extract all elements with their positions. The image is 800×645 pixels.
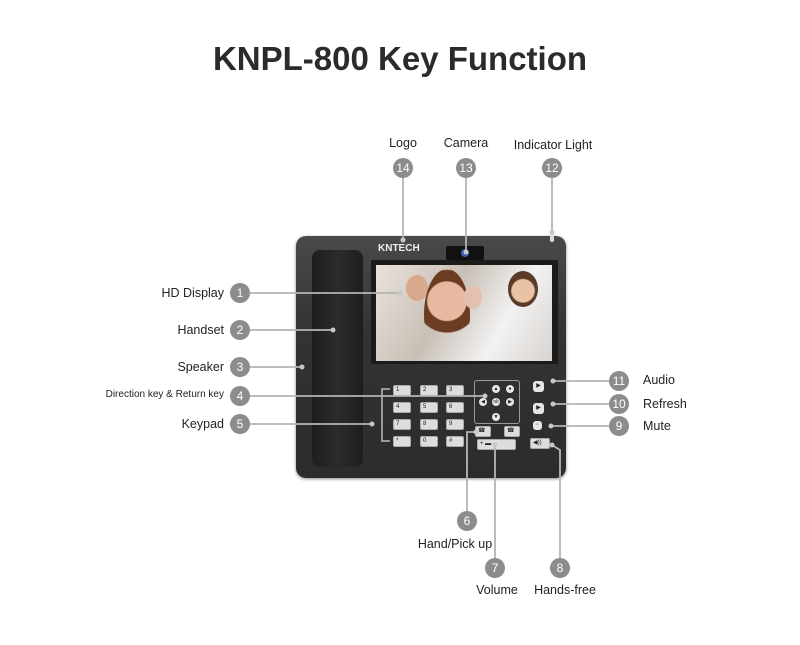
- callout-badge-11: 11: [609, 371, 629, 391]
- callout-dot-5: [369, 421, 375, 427]
- up-key[interactable]: ▲: [492, 385, 500, 393]
- keypad-key[interactable]: 5: [420, 402, 438, 413]
- hd-display: [376, 265, 552, 361]
- callout-label-5: Keypad: [181, 417, 224, 431]
- callout-badge-2: 2: [230, 320, 250, 340]
- keypad-key[interactable]: 0: [420, 436, 438, 447]
- callout-badge-12: 12: [542, 158, 562, 178]
- left-key[interactable]: ◀: [479, 398, 487, 406]
- keypad-key[interactable]: 9: [446, 419, 464, 430]
- callout-dot-2: [330, 327, 336, 333]
- person-image: [424, 269, 470, 361]
- callout-label-12: Indicator Light: [513, 138, 593, 152]
- callout-label-2: Handset: [177, 323, 224, 337]
- keypad-key[interactable]: 8: [420, 419, 438, 430]
- callout-dot-9: [548, 423, 554, 429]
- callout-label-3: Speaker: [177, 360, 224, 374]
- keypad-key[interactable]: *: [393, 436, 411, 447]
- down-key[interactable]: ▼: [492, 413, 500, 421]
- refresh-button[interactable]: ▶: [533, 403, 544, 414]
- callout-badge-10: 10: [609, 394, 629, 414]
- pick-up-key[interactable]: ☎: [504, 426, 520, 437]
- keypad-key[interactable]: 6: [446, 402, 464, 413]
- callout-dot-11: [550, 378, 556, 384]
- keypad-key[interactable]: #: [446, 436, 464, 447]
- callout-line-8: [551, 444, 561, 558]
- callout-label-7: Volume: [476, 583, 518, 597]
- direction-keys: ▲ ● ◀ ok ▶ ▼: [474, 380, 520, 424]
- callout-dot-3: [299, 364, 305, 370]
- callout-label-11: Audio: [643, 373, 675, 387]
- callout-badge-8: 8: [550, 558, 570, 578]
- callout-dot-14: [400, 237, 406, 243]
- callout-badge-3: 3: [230, 357, 250, 377]
- callout-dot-8: [549, 442, 555, 448]
- page-title: KNPL-800 Key Function: [212, 40, 588, 77]
- callout-badge-7: 7: [485, 558, 505, 578]
- callout-dot-13: [463, 249, 469, 255]
- callout-label-9: Mute: [643, 419, 671, 433]
- indicator-light: [550, 233, 554, 242]
- person-image: [508, 271, 538, 307]
- back-key[interactable]: ●: [506, 385, 514, 393]
- callout-label-14: Logo: [389, 136, 417, 150]
- keypad-bracket: [381, 388, 390, 442]
- callout-label-10: Refresh: [643, 397, 687, 411]
- keypad-key[interactable]: 7: [393, 419, 411, 430]
- callout-label-1: HD Display: [161, 286, 224, 300]
- callout-dot-7: [492, 442, 498, 448]
- keypad-key[interactable]: 4: [393, 402, 411, 413]
- callout-dot-12: [549, 229, 555, 235]
- callout-dot-1: [397, 290, 403, 296]
- callout-line-6: [466, 431, 476, 511]
- callout-label-4: Direction key & Return key: [105, 389, 224, 400]
- brand-logo: KNTECH: [378, 243, 420, 254]
- handset: [312, 250, 363, 467]
- callout-label-6: Hand/Pick up: [417, 537, 493, 551]
- callout-dot-4: [482, 393, 488, 399]
- hands-free-button[interactable]: ◀)): [530, 438, 550, 449]
- callout-label-8: Hands-free: [534, 583, 596, 597]
- callout-badge-4: 4: [230, 386, 250, 406]
- callout-badge-9: 9: [609, 416, 629, 436]
- callout-badge-14: 14: [393, 158, 413, 178]
- person-image: [464, 285, 482, 309]
- callout-label-13: Camera: [443, 136, 489, 150]
- right-key[interactable]: ▶: [506, 398, 514, 406]
- callout-dot-6: [473, 429, 479, 435]
- audio-button[interactable]: ▶: [533, 381, 544, 392]
- person-image: [406, 275, 428, 301]
- callout-badge-1: 1: [230, 283, 250, 303]
- callout-badge-6: 6: [457, 511, 477, 531]
- callout-badge-5: 5: [230, 414, 250, 434]
- ok-key[interactable]: ok: [492, 398, 500, 406]
- callout-badge-13: 13: [456, 158, 476, 178]
- callout-dot-10: [550, 401, 556, 407]
- mute-button[interactable]: ◦: [533, 421, 542, 430]
